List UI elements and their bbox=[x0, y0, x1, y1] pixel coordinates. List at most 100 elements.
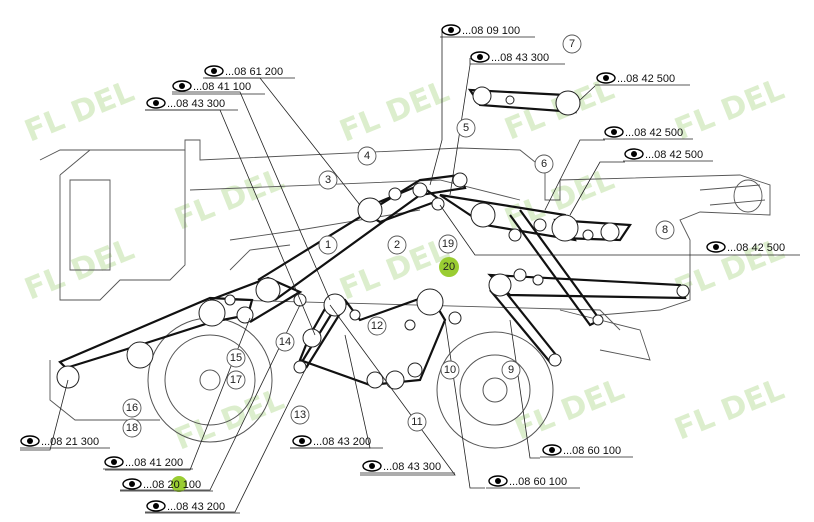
front-wheel-hub bbox=[199, 369, 221, 391]
leader bbox=[290, 334, 371, 449]
svg-text:12: 12 bbox=[371, 320, 383, 332]
feeder-house bbox=[229, 244, 291, 271]
svg-text:...08 09 100: ...08 09 100 bbox=[462, 25, 520, 37]
pulley bbox=[407, 362, 423, 378]
svg-text:10: 10 bbox=[444, 364, 456, 376]
belt-11 bbox=[298, 293, 447, 387]
eye-icon bbox=[488, 475, 508, 487]
pulley bbox=[551, 214, 579, 242]
machine-body bbox=[39, 139, 771, 421]
reference-08-42-500[interactable]: ...08 42 500 bbox=[604, 126, 683, 139]
pulley bbox=[349, 309, 361, 321]
highlight-marker bbox=[171, 476, 187, 492]
svg-text:...08 21 300: ...08 21 300 bbox=[41, 436, 99, 448]
leader bbox=[329, 304, 456, 476]
pulley bbox=[388, 187, 402, 201]
pulley bbox=[505, 95, 515, 105]
front-header bbox=[49, 360, 160, 421]
svg-text:...08 43 300: ...08 43 300 bbox=[383, 461, 441, 473]
body-panel-line bbox=[189, 179, 521, 201]
callout-9: 9 bbox=[501, 360, 521, 380]
svg-text:13: 13 bbox=[294, 409, 306, 421]
svg-text:...08 60 100: ...08 60 100 bbox=[563, 445, 621, 457]
eye-icon bbox=[104, 456, 124, 468]
reference-08-42-500[interactable]: ...08 42 500 bbox=[706, 241, 785, 254]
body-outline-top bbox=[59, 139, 771, 316]
svg-text:...08 42 500: ...08 42 500 bbox=[727, 242, 785, 254]
reference-08-20-100[interactable]: ...08 20 100 bbox=[122, 476, 201, 492]
pulley bbox=[600, 222, 620, 242]
pulley bbox=[56, 365, 80, 389]
eye-icon bbox=[172, 80, 192, 92]
reference-08-43-300[interactable]: ...08 43 300 bbox=[146, 97, 225, 110]
svg-text:18: 18 bbox=[126, 422, 138, 434]
svg-text:...08 43 200: ...08 43 200 bbox=[167, 501, 225, 513]
references: ...08 09 100 ...08 43 300 ...08 42 500 .… bbox=[20, 24, 785, 513]
pulley bbox=[548, 353, 562, 367]
eye-icon bbox=[706, 241, 726, 253]
pulley bbox=[532, 274, 544, 286]
rear-wheel-rim bbox=[459, 354, 531, 426]
leader bbox=[120, 304, 301, 491]
svg-text:19: 19 bbox=[442, 238, 454, 250]
svg-text:...08 43 300: ...08 43 300 bbox=[167, 98, 225, 110]
eye-icon bbox=[542, 444, 562, 456]
eye-icon bbox=[292, 435, 312, 447]
reference-08-60-100[interactable]: ...08 60 100 bbox=[542, 444, 621, 457]
reference-08-09-100[interactable]: ...08 09 100 bbox=[441, 24, 520, 37]
pulley bbox=[357, 197, 383, 223]
svg-text:14: 14 bbox=[279, 336, 291, 348]
pulley bbox=[412, 182, 428, 198]
reference-08-61-200[interactable]: ...08 61 200 bbox=[204, 65, 283, 78]
leader bbox=[105, 317, 251, 471]
callout-14: 14 bbox=[275, 332, 295, 352]
reference-08-43-300[interactable]: ...08 43 300 bbox=[362, 460, 441, 473]
reference-08-21-300[interactable]: ...08 21 300 bbox=[20, 435, 99, 448]
svg-text:6: 6 bbox=[541, 158, 547, 170]
reference-08-60-100[interactable]: ...08 60 100 bbox=[488, 475, 567, 488]
callout-16: 16 bbox=[122, 398, 142, 418]
reference-08-43-300[interactable]: ...08 43 300 bbox=[470, 51, 549, 64]
eye-icon bbox=[20, 435, 40, 447]
rear-hitch bbox=[559, 309, 651, 361]
svg-text:2: 2 bbox=[394, 239, 400, 251]
pulley bbox=[198, 299, 226, 327]
reference-underlines bbox=[20, 36, 800, 514]
callout-10: 10 bbox=[440, 360, 460, 380]
reference-08-42-500[interactable]: ...08 42 500 bbox=[596, 72, 675, 85]
belt-5 bbox=[439, 193, 577, 242]
callout-11: 11 bbox=[407, 412, 427, 432]
callout-12: 12 bbox=[367, 316, 387, 336]
pulley bbox=[448, 311, 462, 325]
svg-text:4: 4 bbox=[364, 150, 370, 162]
callout-4: 4 bbox=[357, 146, 377, 166]
svg-text:...08 61 200: ...08 61 200 bbox=[225, 66, 283, 78]
pulley bbox=[555, 90, 581, 116]
leader bbox=[449, 58, 471, 196]
callout-7: 7 bbox=[562, 34, 582, 54]
svg-text:20: 20 bbox=[443, 261, 455, 273]
pulley bbox=[323, 293, 347, 317]
unloader-tube bbox=[699, 184, 766, 206]
pulley bbox=[224, 294, 236, 306]
wheels bbox=[147, 317, 554, 449]
reference-08-43-200[interactable]: ...08 43 200 bbox=[146, 500, 225, 513]
pulley bbox=[533, 218, 547, 232]
watermark: FL DEL bbox=[670, 72, 789, 147]
pulley bbox=[508, 228, 522, 242]
cab-window bbox=[69, 179, 111, 271]
reference-08-42-500[interactable]: ...08 42 500 bbox=[624, 148, 703, 161]
eye-icon bbox=[441, 24, 461, 36]
watermark: FL DEL bbox=[170, 162, 289, 237]
reference-08-43-200[interactable]: ...08 43 200 bbox=[292, 435, 371, 448]
reference-08-41-100[interactable]: ...08 41 100 bbox=[172, 80, 251, 93]
pulley bbox=[404, 319, 416, 331]
eye-icon bbox=[122, 478, 142, 490]
callout-20: 20 bbox=[439, 257, 459, 277]
leader bbox=[444, 319, 485, 489]
reference-08-41-200[interactable]: ...08 41 200 bbox=[104, 456, 183, 469]
rear-wheel bbox=[436, 331, 554, 449]
eye-icon bbox=[362, 460, 382, 472]
